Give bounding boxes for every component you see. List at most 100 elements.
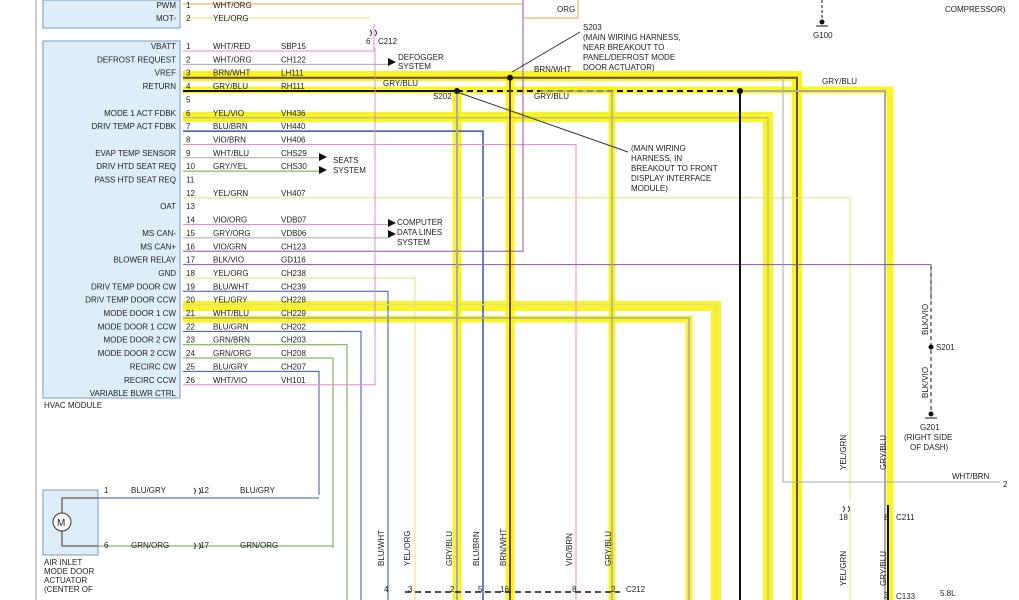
s202-note-5: MODULE) [631, 184, 668, 193]
pin-label: MODE DOOR 1 CW [104, 309, 177, 318]
pin-label: PASS HTD SEAT REQ [95, 176, 176, 185]
pin-num: 8 [186, 135, 191, 144]
wire-driv-ccw [183, 290, 389, 600]
pin-wire-color: BLU/GRN [213, 322, 249, 331]
defogger-label-1: DEFOGGER [398, 53, 444, 62]
pin-wire-color: YEL/GRY [213, 296, 248, 305]
s202-label: S202 [433, 92, 452, 101]
s202-note-3: BREAKOUT TO FRONT [631, 164, 718, 173]
bottom-pin-num: 2 [450, 585, 455, 594]
c211-label: C211 [896, 513, 915, 522]
pin-num: 9 [186, 149, 191, 158]
bottom-wire-label: BLU/WHT [377, 530, 386, 566]
c212-top-num: 6 [366, 37, 371, 46]
pin-circuit: VDB06 [281, 229, 307, 238]
pin-wire-color: VIO/ORG [213, 216, 247, 225]
defogger-label-2: SYSTEM [398, 62, 431, 71]
pin-num: 19 [186, 282, 195, 291]
actuator-pin6-conn: 17 [200, 541, 209, 550]
hvac-module-top-box [42, 0, 181, 29]
actuator-pin1-conn: 12 [200, 486, 209, 495]
pin-circuit: VH407 [281, 189, 306, 198]
pin-wire-color: WHT/ORG [213, 55, 252, 64]
bottom-wire-label: GRY/BLU [604, 531, 613, 566]
s201-label: S201 [936, 343, 955, 352]
seats-arrow-1-icon [319, 153, 327, 161]
pin-label: MODE DOOR 1 CCW [98, 322, 177, 331]
actuator-title-4: (CENTER OF [44, 585, 93, 594]
actuator-title-3: ACTUATOR [44, 576, 87, 585]
wire-blower-relay [183, 0, 524, 252]
pin-label: MODE DOOR 2 CW [104, 336, 177, 345]
pin-num: 25 [186, 362, 195, 371]
pin-label: VBATT [151, 42, 176, 51]
g201-label-3: OF DASH) [910, 443, 949, 452]
bottom-wire-label: VIO/BRN [565, 533, 574, 566]
pin-num: 12 [186, 189, 195, 198]
c212-top-label: C212 [378, 37, 398, 46]
c133-label: C133 [896, 592, 916, 600]
wire-mode1-cw [183, 303, 717, 600]
pin-num: 3 [186, 69, 191, 78]
computer-label-1: COMPUTER [397, 218, 443, 227]
gry-blu-right-label: GRY/BLU [822, 77, 857, 86]
brn-wht-label: BRN/WHT [534, 65, 571, 74]
seats-label-1: SEATS [333, 156, 359, 165]
bottom-pin-num: 16 [500, 585, 509, 594]
pin-label: VARIABLE BLWR CTRL [90, 389, 177, 398]
wht-brn-num: 2 [1003, 480, 1008, 489]
pin-wire-color: YEL/GRN [213, 189, 248, 198]
wire-gry-blu-drop [540, 90, 613, 600]
pin-wire-color: BLU/GRY [213, 362, 249, 371]
pin-circuit: CHS29 [281, 149, 307, 158]
bottom-pin-num: 5 [478, 585, 483, 594]
pin-circuit: CH207 [281, 362, 306, 371]
gry-blu-label-b: GRY/BLU [534, 92, 569, 101]
splice-dot-icon [737, 88, 743, 95]
pin-label: MS CAN- [142, 229, 176, 238]
pin-wire-color: VIO/BRN [213, 135, 246, 144]
pin-label: DRIV HTD SEAT REQ [96, 162, 176, 171]
pin-circuit: VH406 [281, 135, 306, 144]
pin-label: DRIV TEMP DOOR CCW [85, 296, 176, 305]
pin-wire-color: WHT/VIO [213, 376, 247, 385]
pin-circuit: CH208 [281, 349, 306, 358]
pin-circuit: VDB07 [281, 216, 307, 225]
pin-label: DEFROST REQUEST [97, 55, 176, 64]
org-top-label: ORG [557, 5, 575, 14]
hvac-module-title: HVAC MODULE [44, 401, 102, 410]
pin6-conn-icon [193, 542, 201, 550]
bottom-wire-label: BLU/BRN [472, 531, 481, 566]
wht-brn-label: WHT/BRN [952, 472, 990, 481]
pin-num: 20 [186, 296, 195, 305]
bottom-pin-num: 4 [384, 585, 389, 594]
bottom-connector-labels: BLU/WHT4YEL/ORG3GRY/BLU2BLU/BRN5BRN/WHT1… [377, 529, 616, 594]
wire-var-blwr [183, 48, 376, 386]
pin-wire-color: WHT/BLU [213, 309, 249, 318]
pin-circuit: VH101 [281, 376, 306, 385]
wire-evap [183, 143, 577, 600]
pin-label: MODE DOOR 2 CCW [98, 349, 177, 358]
wire-recirc-cw [183, 357, 334, 548]
computer-arrow-2-icon [388, 230, 396, 238]
top-pin-num: 2 [186, 14, 191, 23]
wire-driv-cw [183, 277, 416, 600]
yel-grn-v2: YEL/GRN [839, 551, 848, 586]
hvac-module-box [42, 40, 181, 399]
bottom-pin-num: 2 [611, 585, 616, 594]
pin-num: 26 [186, 376, 195, 385]
top-pin-color: WHT/ORG [213, 1, 252, 10]
pin-circuit: CH239 [281, 282, 306, 291]
pin-num: 2 [186, 55, 191, 64]
computer-arrow-1-icon [388, 219, 396, 227]
seats-arrow-2-icon [319, 166, 327, 174]
actuator-pin1-wire2: BLU/GRY [240, 486, 276, 495]
c212-bottom-label: C212 [626, 585, 646, 594]
seats-label-2: SYSTEM [333, 166, 366, 175]
splice-dot-icon [507, 74, 513, 81]
pin-circuit: RH111 [281, 82, 305, 91]
s203-note-1: (MAIN WIRING HARNESS, [583, 33, 681, 42]
wire-mode2-cw [183, 330, 362, 600]
